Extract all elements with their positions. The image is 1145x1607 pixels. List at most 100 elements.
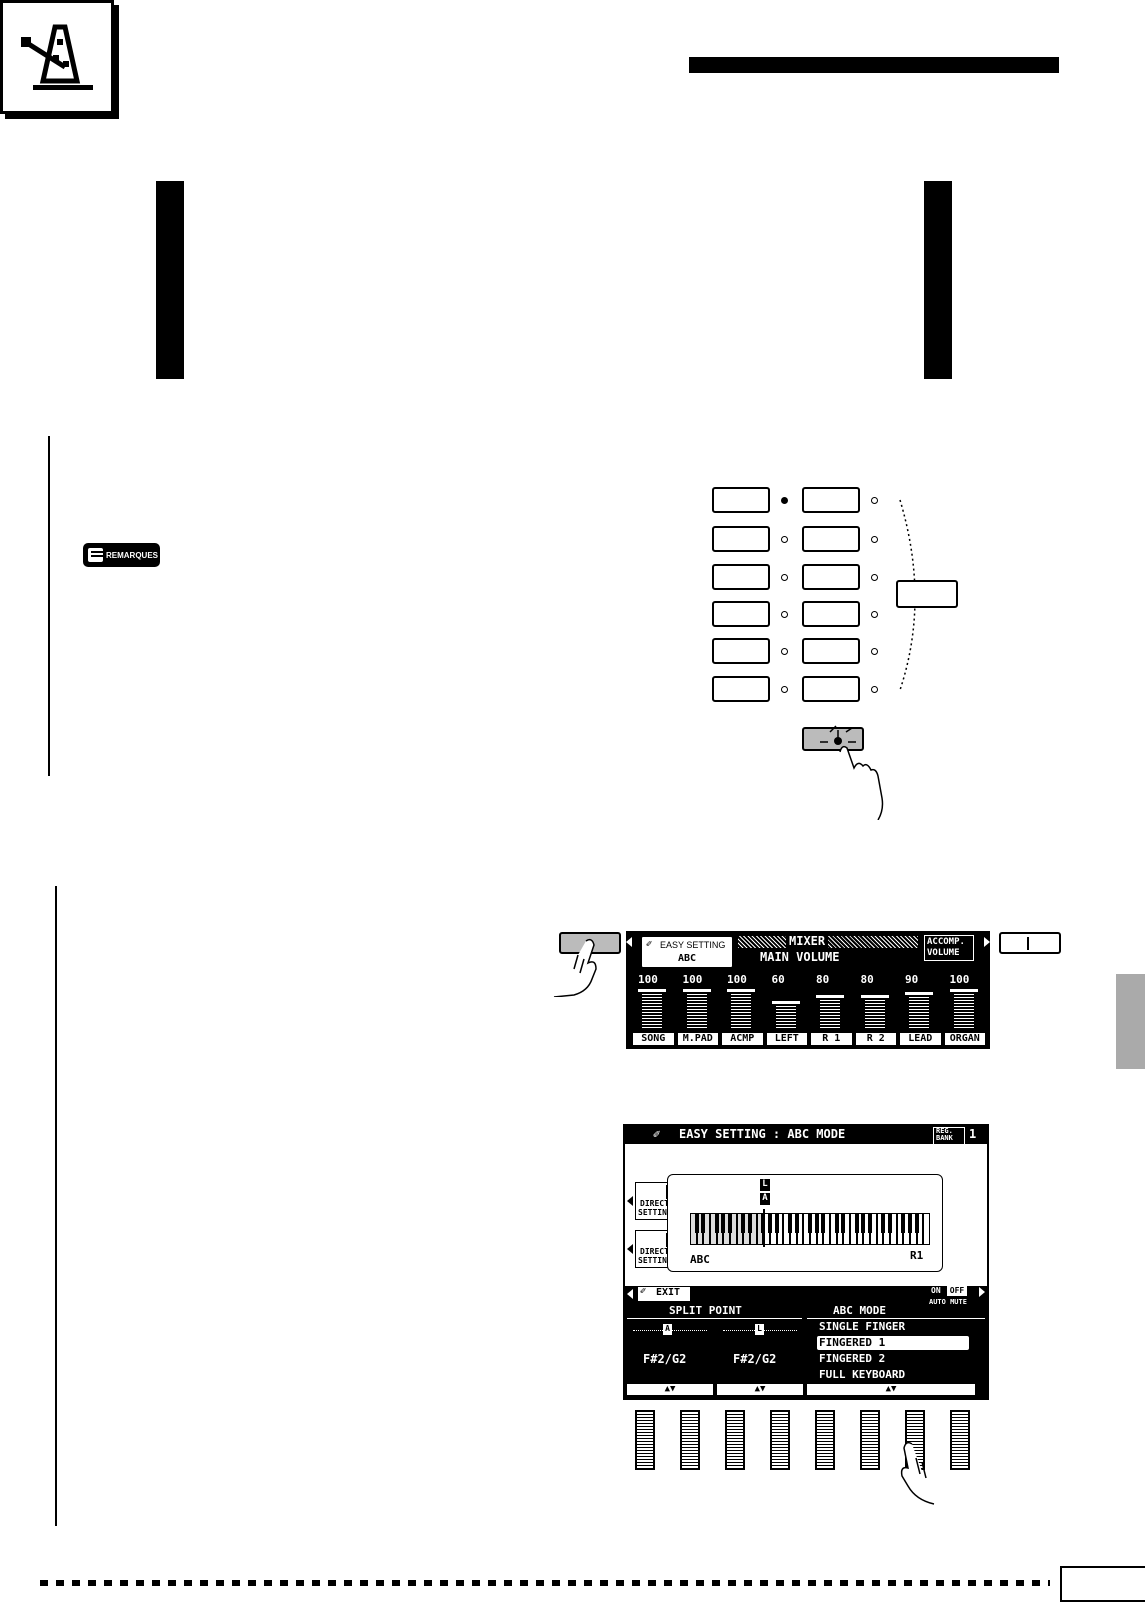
volume-value: 100	[727, 973, 747, 986]
channel-tab[interactable]: SONG	[633, 1033, 674, 1045]
reg-bank-value: 1	[969, 1127, 977, 1141]
black-key	[768, 1213, 772, 1233]
data-dial[interactable]	[860, 1410, 880, 1470]
registration-button-4[interactable]	[712, 601, 770, 627]
mixer-title: MIXER	[786, 934, 829, 948]
volume-meter[interactable]	[860, 995, 889, 1029]
split-a-value: F#2/G2	[643, 1352, 687, 1366]
channel-tab[interactable]: R 1	[811, 1033, 852, 1045]
split-a-stepper[interactable]: ▲▼	[627, 1384, 713, 1395]
registration-button-9[interactable]	[802, 564, 860, 590]
split-a-marker: A	[663, 1324, 672, 1335]
registration-button-6[interactable]	[712, 676, 770, 702]
data-dial[interactable]	[725, 1410, 745, 1470]
registration-button-3[interactable]	[712, 564, 770, 590]
accomp-volume-tab[interactable]: ACCOMP. VOLUME	[924, 935, 974, 961]
section-rule-2	[55, 886, 57, 1526]
registration-button-8[interactable]	[802, 526, 860, 552]
abc-title-bar: ✐ EASY SETTING : ABC MODE REG. BANK 1	[625, 1126, 987, 1145]
indicator-led-5	[781, 648, 788, 655]
abc-title: EASY SETTING : ABC MODE	[679, 1127, 846, 1141]
channel-tab[interactable]: ACMP	[722, 1033, 763, 1045]
black-key	[868, 1213, 872, 1233]
white-key	[923, 1213, 930, 1245]
black-key	[881, 1213, 886, 1233]
registration-button-7[interactable]	[802, 487, 860, 513]
wand-icon: ✐	[646, 939, 653, 950]
frame-left-bar	[156, 181, 184, 379]
black-key	[714, 1213, 719, 1233]
black-key	[694, 1213, 699, 1233]
data-dial[interactable]	[950, 1410, 970, 1470]
main-volume-title: MAIN VOLUME	[760, 950, 840, 964]
wand-icon-2: ✐	[653, 1127, 661, 1141]
arrow-right-icon-2	[979, 1287, 985, 1297]
bank-button[interactable]	[896, 580, 958, 608]
abc-mode-option[interactable]: SINGLE FINGER	[819, 1320, 906, 1333]
indicator-led-1	[781, 497, 788, 504]
volume-meter[interactable]	[727, 989, 755, 1029]
registration-panel	[700, 480, 1000, 820]
abc-mode-option[interactable]: FINGERED 1	[817, 1336, 969, 1350]
volume-level-handle	[905, 992, 933, 995]
note-icon	[88, 548, 105, 562]
abc-mode-option[interactable]: FULL KEYBOARD	[819, 1368, 906, 1381]
abc-zone-label: ABC	[690, 1253, 710, 1266]
registration-button-1[interactable]	[712, 487, 770, 513]
data-dial[interactable]	[770, 1410, 790, 1470]
mixer-right-button[interactable]	[999, 932, 1061, 954]
data-dial[interactable]	[680, 1410, 700, 1470]
abc-mode-option[interactable]: FINGERED 2	[819, 1352, 886, 1365]
channel-tab[interactable]: M.PAD	[677, 1033, 718, 1045]
keyboard-panel: L A ABC R1	[667, 1174, 943, 1272]
chapter-side-tab	[1116, 974, 1145, 1069]
volume-meter[interactable]	[949, 989, 978, 1029]
arrow-left-icon-3	[627, 1244, 633, 1254]
abc-screen: ✐ EASY SETTING : ABC MODE REG. BANK 1 L …	[623, 1124, 989, 1400]
chapter-icon	[0, 0, 114, 114]
volume-value: 80	[860, 973, 874, 986]
volume-value: 100	[949, 973, 970, 986]
group-bracket	[899, 499, 916, 691]
easy-setting-tab[interactable]: ✐ EASY SETTING ABC	[640, 935, 734, 969]
registration-button-2[interactable]	[712, 526, 770, 552]
volume-meter[interactable]	[816, 995, 844, 1029]
exit-button[interactable]: ✐ EXIT	[637, 1286, 691, 1302]
easy-setting-label: EASY SETTING	[660, 940, 726, 950]
volume-meter[interactable]	[638, 989, 666, 1029]
black-key	[821, 1213, 826, 1233]
volume-meter[interactable]	[905, 992, 933, 1029]
data-dial[interactable]	[635, 1410, 655, 1470]
black-key	[808, 1213, 812, 1233]
channel-tab[interactable]: R 2	[855, 1033, 896, 1045]
volume-value: 100	[638, 973, 658, 986]
volume-level-handle	[682, 989, 711, 992]
black-key	[841, 1213, 846, 1233]
registration-button-5[interactable]	[712, 638, 770, 664]
off-toggle[interactable]: OFF	[947, 1286, 967, 1296]
black-key	[908, 1213, 912, 1233]
split-point-title: SPLIT POINT	[669, 1304, 742, 1317]
data-dial[interactable]	[815, 1410, 835, 1470]
registration-button-10[interactable]	[802, 601, 860, 627]
registration-button-11[interactable]	[802, 638, 860, 664]
volume-meter[interactable]	[771, 1001, 800, 1029]
volume-meter[interactable]	[682, 989, 711, 1029]
r1-zone-label: R1	[910, 1249, 924, 1262]
remarques-label: REMARQUES	[105, 550, 158, 560]
volume-level-handle	[860, 995, 889, 998]
registration-button-12[interactable]	[802, 676, 860, 702]
black-key	[728, 1213, 732, 1233]
abc-control-panel: ✐ EXIT ON OFF AUTO MUTE SPLIT POINT ABC …	[625, 1286, 987, 1398]
section-rule	[48, 436, 50, 776]
wand-icon-3: ✐	[640, 1286, 647, 1297]
split-l-stepper[interactable]: ▲▼	[717, 1384, 803, 1395]
channel-tab[interactable]: LEAD	[900, 1033, 941, 1045]
page-number-box	[1060, 1566, 1145, 1602]
abc-mode-stepper[interactable]: ▲▼	[807, 1384, 975, 1395]
frame-right-bar	[924, 181, 952, 379]
metronome-icon	[21, 24, 93, 90]
channel-tab[interactable]: LEFT	[766, 1033, 807, 1045]
auto-mute-label: AUTO MUTE	[929, 1298, 967, 1306]
channel-tab[interactable]: ORGAN	[944, 1033, 985, 1045]
